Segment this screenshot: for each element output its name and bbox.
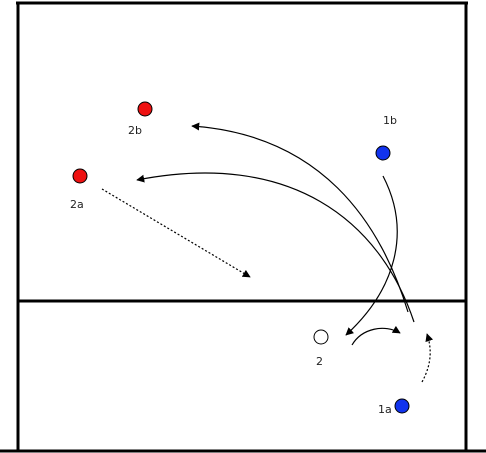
player-2 xyxy=(313,329,329,345)
label-2b: 2b xyxy=(128,124,142,137)
label-2: 2 xyxy=(316,355,323,368)
players xyxy=(72,101,410,414)
player-1a xyxy=(394,398,410,414)
label-2a: 2a xyxy=(70,198,84,211)
dribble-arrow-2a xyxy=(101,188,251,278)
player-1b xyxy=(375,145,391,161)
dribble-arrow-1a xyxy=(421,333,434,383)
label-1b: 1b xyxy=(383,114,397,127)
pass-arrow-to-2a xyxy=(136,172,415,323)
paths xyxy=(101,122,434,383)
pass-arrow-2-short xyxy=(351,325,401,346)
player-2a xyxy=(72,168,88,184)
player-2b xyxy=(137,101,153,117)
pass-arrow-to-2b xyxy=(191,122,409,313)
run-arrow-1b-to-2 xyxy=(345,175,398,336)
label-1a: 1a xyxy=(378,403,392,416)
